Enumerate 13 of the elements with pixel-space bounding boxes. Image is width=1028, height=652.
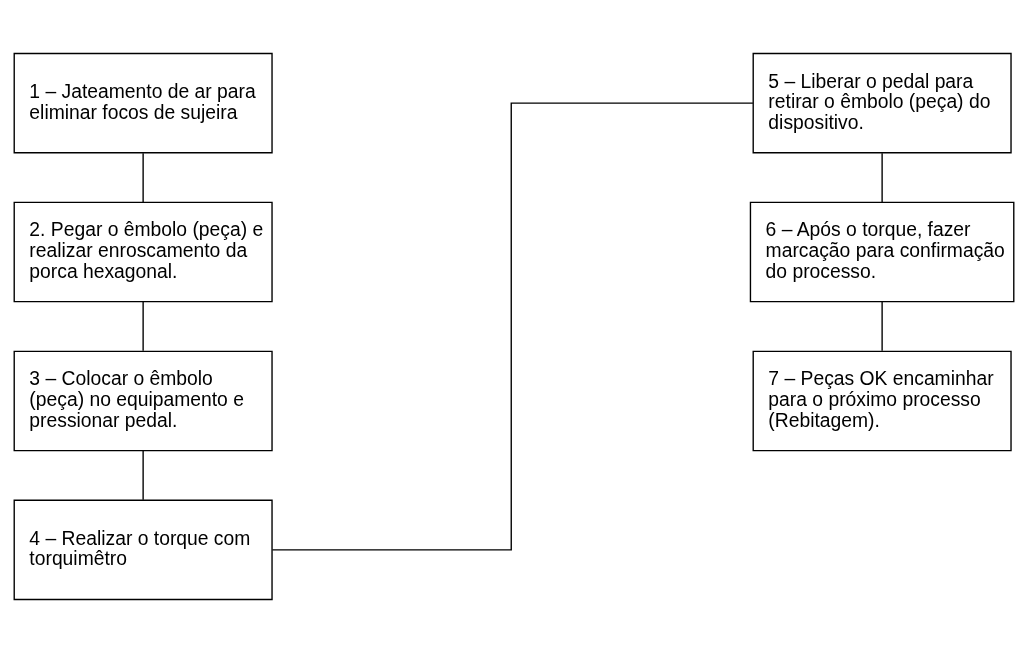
- node-box: 4 – Realizar o torque com torquimêtro: [13, 499, 273, 600]
- connector: [142, 449, 144, 500]
- node-box: 7 – Peças OK encaminhar para o próximo processo (Rebitagem).: [752, 350, 1012, 451]
- node-box: 6 – Após o torque, fazer marcação para confirmação do processo.: [749, 201, 1015, 302]
- connector: [142, 300, 144, 351]
- connector: [881, 151, 883, 203]
- node-box: 5 – Liberar o pedal para retirar o êmbolo (peça) do dispositivo.: [752, 52, 1012, 153]
- connector: [142, 151, 144, 203]
- node-box: 2. Pegar o êmbolo (peça) e realizar enroscamento da porca hexagonal.: [13, 201, 273, 302]
- node-box: 1 – Jateamento de ar para eliminar focos de sujeira: [13, 52, 273, 153]
- node-box: 3 – Colocar o êmbolo (peça) no equipamento e pressionar pedal.: [13, 350, 273, 451]
- connector: [881, 300, 883, 351]
- connector: [271, 101, 754, 551]
